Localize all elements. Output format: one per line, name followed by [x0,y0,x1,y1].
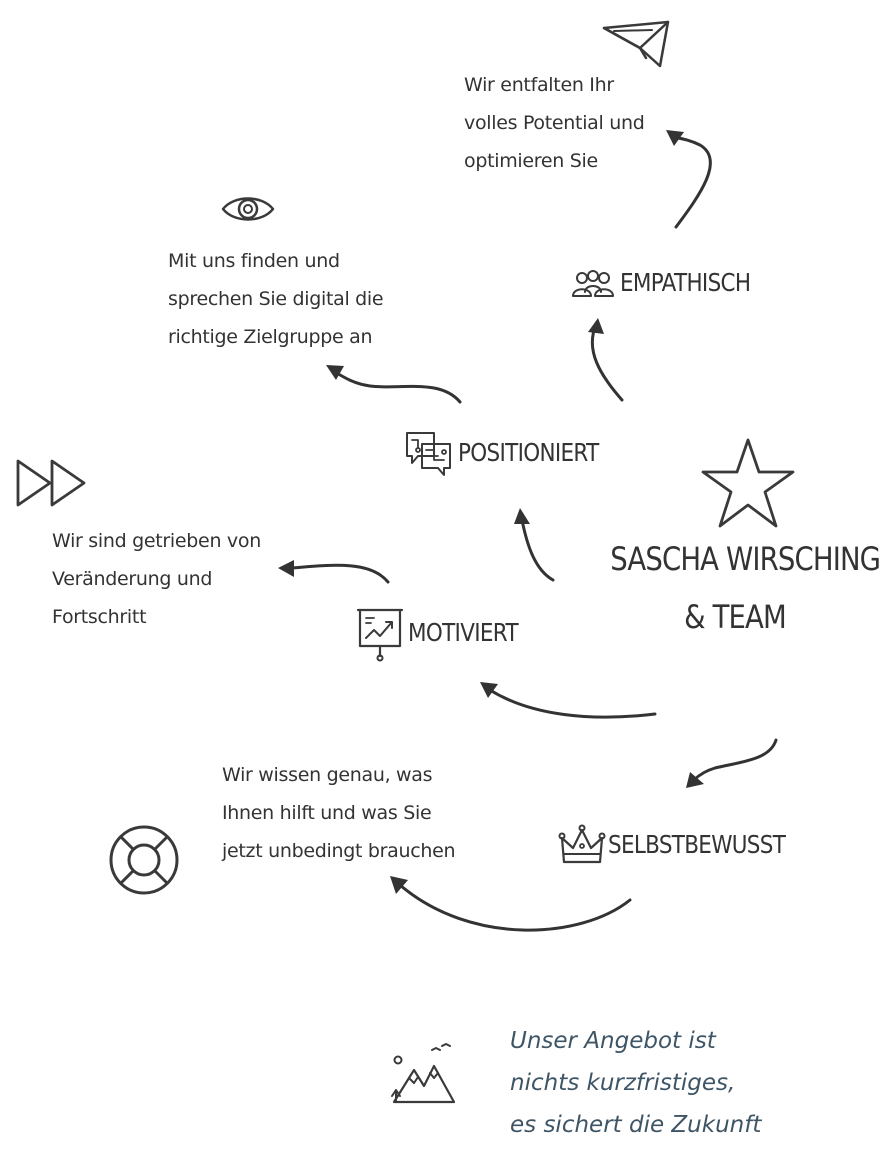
arrow-head [686,772,704,788]
arrow-head [326,365,344,380]
note-line: jetzt unbedingt brauchen [222,840,456,862]
arrow-selbstbewusst-to-wissen [398,883,632,932]
note-line: richtige Zielgruppe an [168,326,373,348]
center-title: SASCHA WIRSCHING & TEAM [610,530,881,646]
arrow-center-to-motiviert [488,688,657,719]
node-label-motiviert: MOTIVIERT [408,618,519,647]
note-line: optimieren Sie [464,150,598,172]
node-label-selbstbewusst: SELBSTBEWUSST [608,830,786,859]
star-icon [701,438,795,528]
footer-line: es sichert die Zukunft [510,1112,762,1138]
note-line: Wir wissen genau, was [222,764,433,786]
node-label-positioniert: POSITIONIERT [458,438,599,467]
arrow-head [514,508,530,524]
fast-forward-icon [16,459,86,507]
presentation-chart-icon [356,608,404,662]
people-icon [572,270,614,297]
footer-line: nichts kurzfristiges, [510,1070,736,1096]
note-line: Wir sind getrieben von [52,530,261,552]
note-line: volles Potential und [464,112,645,134]
note-line: Veränderung und [52,568,213,590]
circuit-chat-icon [406,432,451,476]
paper-plane-icon [602,20,670,68]
footer-line: Unser Angebot ist [510,1028,716,1054]
note-line: Wir entfalten Ihr [464,74,614,96]
note-line: Mit uns finden und [168,250,340,272]
note-line: Fortschritt [52,606,147,628]
arrow-empathisch-to-potential [670,135,712,229]
lifebuoy-icon [109,825,179,895]
center-title-line1: SASCHA WIRSCHING [610,540,881,578]
arrow-head [278,560,294,577]
mountains-icon [391,1043,456,1104]
arrow-center-to-positioniert [520,518,555,582]
note-wissen: Wir wissen genau, was Ihnen hilft und wa… [222,756,456,870]
node-label-empathisch: EMPATHISCH [620,268,751,297]
arrow-head [588,318,604,334]
note-zielgruppe: Mit uns finden und sprechen Sie digital … [168,242,384,356]
arrow-motiviert-to-fortschritt [290,563,390,584]
arrow-head [666,130,684,146]
eye-icon [221,197,275,221]
arrow-positioniert-to-zielgruppe [333,370,462,404]
arrow-head [480,682,498,698]
crown-icon [558,824,606,864]
center-title-line2: & TEAM [684,598,787,636]
note-potential: Wir entfalten Ihr volles Potential und o… [464,66,645,180]
arrow-positioniert-to-empathisch [590,323,624,402]
note-line: sprechen Sie digital die [168,288,384,310]
arrow-head [390,876,408,894]
note-fortschritt: Wir sind getrieben von Veränderung und F… [52,522,261,636]
note-line: Ihnen hilft und was Sie [222,802,432,824]
arrow-center-to-selbstbewusst [692,738,778,782]
footer-statement: Unser Angebot ist nichts kurzfristiges, … [510,1020,761,1146]
